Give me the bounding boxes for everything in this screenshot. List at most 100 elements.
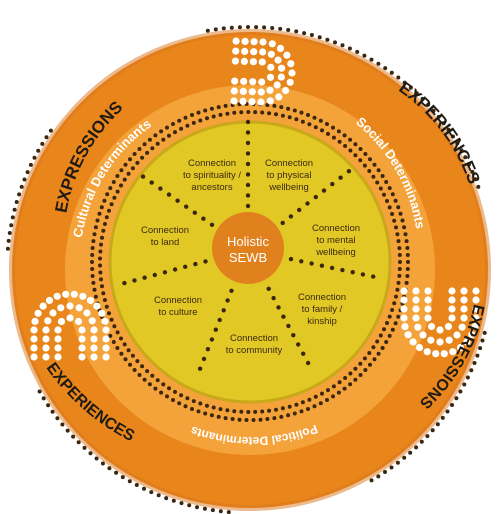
dot: [97, 211, 102, 216]
dot: [209, 413, 214, 418]
dot: [287, 115, 292, 120]
dot: [405, 267, 410, 271]
dot: [387, 333, 392, 338]
dot: [109, 317, 114, 322]
white-dot-pattern-left: [30, 335, 38, 343]
dot: [88, 451, 93, 456]
dot: [343, 144, 348, 148]
white-dot-pattern-top: [232, 37, 240, 45]
white-dot-pattern-top: [231, 77, 239, 85]
white-dot-pattern-right: [449, 348, 457, 356]
dot: [237, 25, 242, 30]
spoke-dot: [271, 295, 276, 301]
dot: [376, 351, 381, 356]
dot: [382, 327, 386, 332]
dot: [378, 333, 383, 338]
dot: [90, 267, 95, 271]
white-dot-pattern-right: [424, 305, 432, 313]
dot: [325, 37, 330, 42]
dot: [60, 422, 65, 427]
dot: [394, 294, 398, 299]
dot: [140, 364, 145, 369]
white-dot-pattern-left: [45, 296, 54, 304]
dot: [205, 116, 209, 121]
dot: [398, 260, 402, 264]
white-dot-pattern-top: [250, 48, 258, 56]
spoke-dot: [229, 288, 234, 293]
dot: [190, 113, 194, 117]
spoke-dot: [221, 308, 226, 313]
dot: [331, 125, 335, 130]
dot: [115, 174, 120, 178]
white-dot-pattern-top: [273, 81, 281, 89]
white-dot-pattern-top: [257, 98, 265, 106]
dot: [383, 470, 387, 474]
white-dot-pattern-top: [241, 47, 249, 56]
dot: [196, 110, 201, 115]
spoke-dot: [149, 180, 154, 185]
dot: [287, 404, 292, 409]
dot: [279, 105, 284, 110]
dot: [372, 357, 377, 362]
dot: [205, 403, 209, 408]
dot: [90, 260, 94, 264]
white-dot-pattern-left: [90, 344, 98, 352]
dot: [130, 353, 135, 358]
segment-connection-land: Connection to land: [141, 225, 189, 248]
dot: [331, 394, 335, 399]
white-dot-pattern-left: [57, 304, 65, 312]
dot: [196, 409, 201, 414]
spoke-dot: [203, 259, 208, 264]
dot: [147, 382, 152, 387]
dot: [190, 407, 194, 411]
dot: [191, 120, 196, 125]
white-dot-pattern-top: [250, 38, 258, 46]
dot: [380, 174, 385, 178]
segment-label-line: to family /: [302, 304, 343, 315]
spoke-dot: [245, 203, 251, 209]
white-dot-pattern-right: [448, 287, 456, 295]
white-dot-pattern-right: [415, 344, 424, 352]
dot: [179, 393, 184, 398]
dot: [265, 417, 270, 421]
white-dot-pattern-top: [288, 69, 296, 77]
dot: [6, 238, 11, 243]
white-dot-pattern-top: [278, 64, 286, 72]
spoke-dot: [340, 267, 345, 273]
dot: [216, 105, 221, 110]
dot: [132, 368, 137, 372]
dot: [396, 280, 401, 285]
dot: [198, 118, 203, 123]
dot: [318, 118, 323, 123]
white-dot-pattern-right: [445, 336, 453, 344]
dot: [111, 340, 116, 344]
dot: [336, 129, 341, 134]
dot: [369, 478, 374, 483]
dot: [130, 166, 135, 171]
dot: [478, 346, 483, 351]
dot: [472, 361, 477, 365]
white-dot-pattern-top: [258, 78, 266, 86]
dot: [430, 428, 435, 433]
white-dot-pattern-right: [444, 322, 453, 331]
dot: [115, 189, 120, 194]
dot: [318, 401, 323, 406]
dot: [362, 53, 367, 58]
dot: [396, 205, 401, 210]
white-dot-pattern-top: [239, 87, 247, 95]
dot: [153, 133, 158, 138]
dot: [405, 246, 410, 250]
spoke-dot: [319, 263, 325, 268]
dot: [367, 169, 372, 173]
white-dot-pattern-left: [30, 344, 38, 352]
dot: [119, 183, 123, 188]
dot: [348, 137, 353, 142]
white-dot-pattern-right: [424, 314, 432, 322]
dot: [128, 157, 132, 162]
dot: [109, 202, 114, 207]
dot: [99, 277, 103, 282]
dot: [347, 46, 352, 51]
dot: [436, 114, 441, 119]
